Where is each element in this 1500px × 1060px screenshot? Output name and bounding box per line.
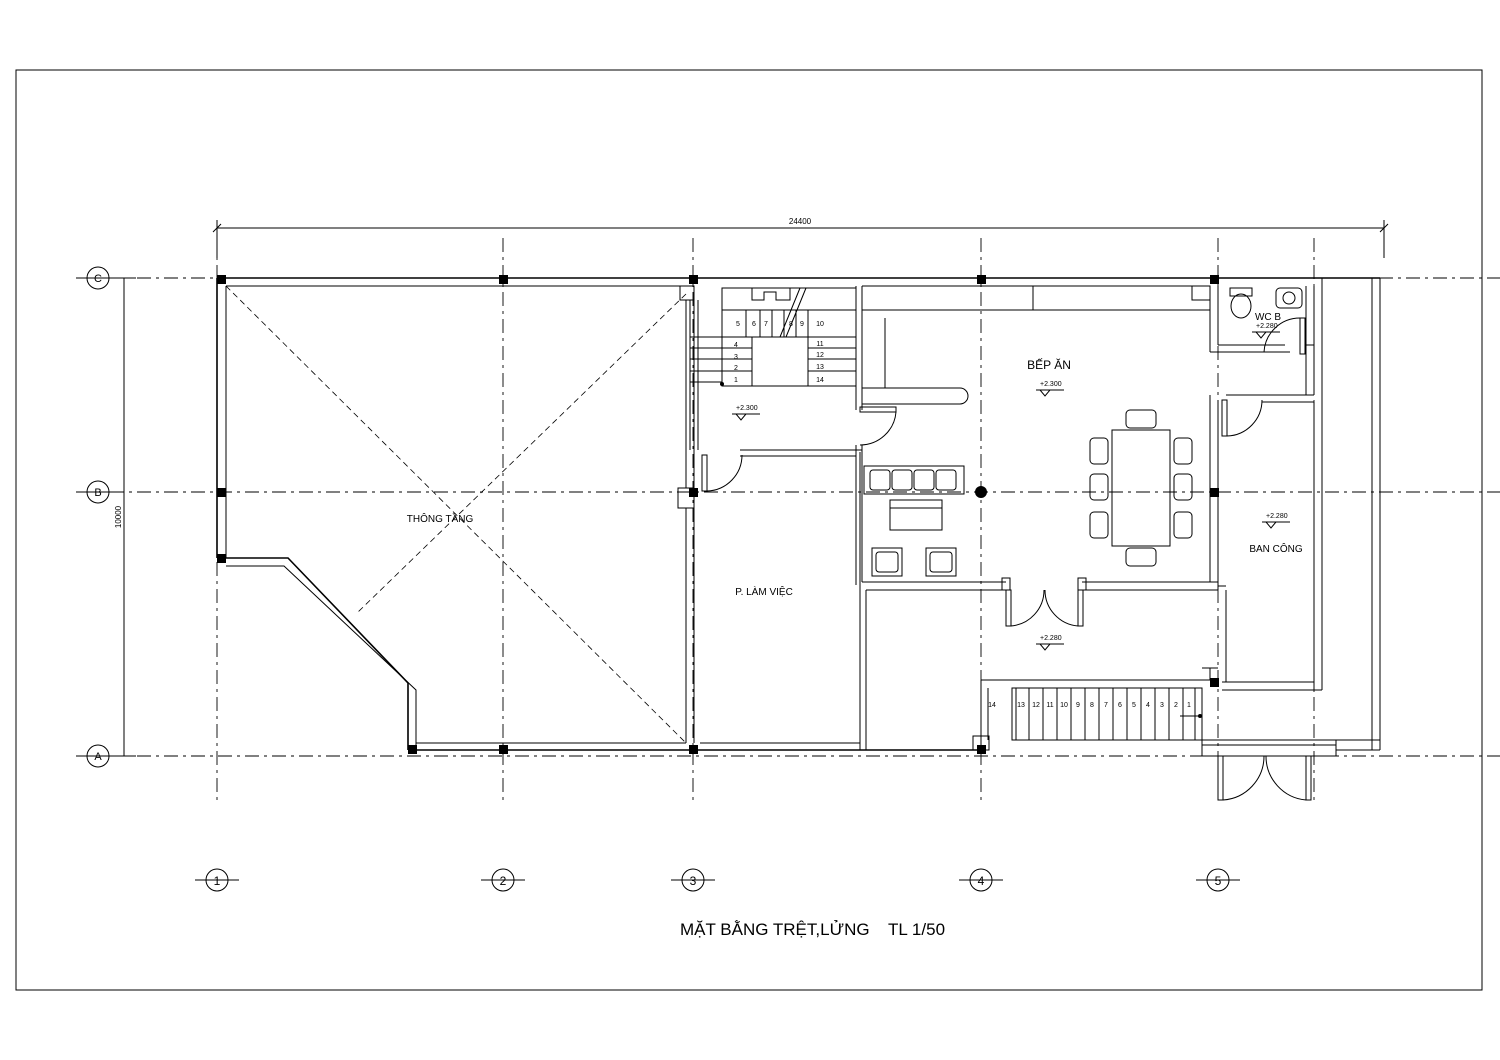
door-wc <box>1299 317 1306 355</box>
grid-col-label: 5 <box>1215 874 1222 888</box>
stair-step-number: 12 <box>816 352 824 359</box>
stair-step-number: 6 <box>1118 702 1122 709</box>
stair-step-number: 11 <box>1046 702 1053 709</box>
level-balcony: +2.280 <box>1266 513 1288 520</box>
toilet <box>1229 287 1253 297</box>
door-office <box>701 454 708 492</box>
stair-step-number: 10 <box>816 321 824 328</box>
stair-step-number: 14 <box>988 702 996 709</box>
sofa <box>863 465 965 495</box>
overall-depth-label: 10000 <box>114 505 123 528</box>
basin <box>1275 287 1303 309</box>
stair-step-number: 4 <box>734 342 738 349</box>
dining-table <box>1111 429 1171 547</box>
overall-width-label: 24400 <box>789 217 812 226</box>
grid-col-label: 1 <box>214 874 221 888</box>
level-lower-hall: +2.280 <box>1040 635 1062 642</box>
sheet-border <box>15 69 1483 991</box>
level-kitchen: +2.300 <box>1040 381 1062 388</box>
level-stair: +2.300 <box>736 405 758 412</box>
stair-step-number: 1 <box>734 377 738 384</box>
stair-step-number: 7 <box>764 321 768 328</box>
grid-col-label: 3 <box>690 874 697 888</box>
drawing-scale-text: TL 1/50 <box>888 920 945 939</box>
room-label-void: THÔNG TẦNG <box>407 512 474 525</box>
stair-step-number: 14 <box>816 377 824 384</box>
stair-step-number: 13 <box>816 364 824 371</box>
grid-col-label: 4 <box>978 874 985 888</box>
door-kitchen-left <box>1005 589 1012 627</box>
grid-row-label: A <box>94 751 102 763</box>
furniture <box>863 287 1303 577</box>
armchair <box>925 547 957 577</box>
stair-step-number: 2 <box>734 365 738 372</box>
room-label-kitchen: BẾP ĂN <box>1027 357 1071 372</box>
stair-step-number: 8 <box>789 321 793 328</box>
lower-stair: 14 13 12 11 10 9 8 7 6 5 4 3 2 1 <box>988 687 1203 741</box>
grid-row-label: C <box>94 273 102 285</box>
stair-step-number: 3 <box>734 354 738 361</box>
upper-stair: 1 2 3 4 5 6 7 8 9 10 11 12 13 14 <box>689 287 857 450</box>
stair-step-number: 12 <box>1032 702 1040 709</box>
level-markers: +2.300 +2.300 +2.280 +2.280 +2.280 <box>732 323 1290 651</box>
stair-step-number: 4 <box>1146 702 1150 709</box>
void-cross-lines <box>225 285 687 744</box>
stair-step-number: 3 <box>1160 702 1164 709</box>
dimension-left: 10000 <box>114 277 136 757</box>
grid-row-bubbles: C B A <box>76 266 120 768</box>
room-label-wc: WC B <box>1255 312 1281 323</box>
coffee-table <box>889 499 943 531</box>
interior-walls <box>677 278 1337 757</box>
stair-step-number: 5 <box>736 321 740 328</box>
drawing-title: MẶT BẰNG TRỆT,LỬNG TL 1/50 <box>680 920 945 939</box>
stair-step-number: 2 <box>1174 702 1178 709</box>
dimension-top: 24400 <box>212 217 1389 258</box>
door-balcony <box>1221 399 1228 437</box>
grid-axes <box>110 238 1500 805</box>
armchair <box>871 547 903 577</box>
room-label-office: P. LÀM VIỆC <box>735 585 793 598</box>
door-kitchen-right <box>1077 589 1084 627</box>
door-entry-right <box>1305 755 1312 801</box>
grid-row-label: B <box>94 487 101 499</box>
grid-col-bubbles: 1 2 3 4 5 <box>195 868 1240 892</box>
door-stair <box>859 406 897 413</box>
drawing-title-text: MẶT BẰNG TRỆT,LỬNG <box>680 920 870 939</box>
stair-step-number: 13 <box>1017 702 1025 709</box>
stair-step-number: 6 <box>752 321 756 328</box>
stair-step-number: 8 <box>1090 702 1094 709</box>
level-wc: +2.280 <box>1256 323 1278 330</box>
stair-step-number: 11 <box>816 341 823 348</box>
door-entry-left <box>1217 755 1224 801</box>
exterior-walls <box>216 277 1381 751</box>
stair-step-number: 9 <box>800 321 804 328</box>
grid-col-label: 2 <box>500 874 507 888</box>
stair-step-number: 10 <box>1060 702 1068 709</box>
room-labels: THÔNG TẦNG P. LÀM VIỆC BẾP ĂN WC B BAN C… <box>407 312 1303 598</box>
room-label-balcony: BAN CÔNG <box>1249 542 1303 555</box>
stair-step-number: 7 <box>1104 702 1108 709</box>
stair-step-number: 9 <box>1076 702 1080 709</box>
doors <box>701 317 1312 801</box>
stair-step-number: 5 <box>1132 702 1136 709</box>
stair-step-number: 1 <box>1187 702 1191 709</box>
structural-columns <box>217 275 1219 754</box>
